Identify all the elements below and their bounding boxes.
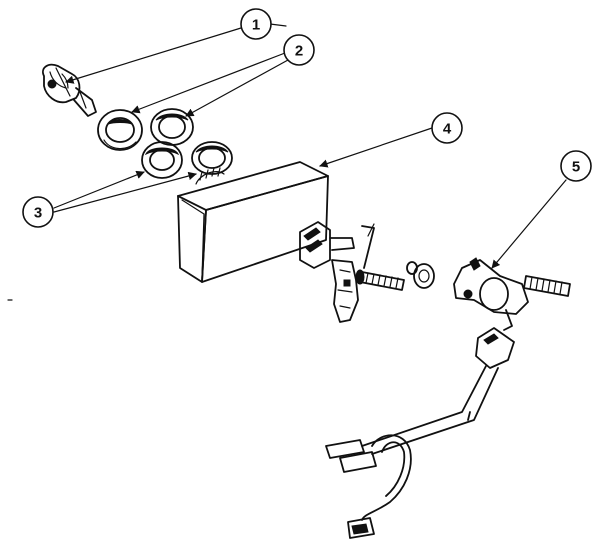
callout-3: 3	[22, 196, 54, 228]
leader-2a	[131, 52, 286, 114]
leader-3a	[53, 170, 145, 209]
leader-1-tail	[269, 23, 287, 27]
callout-5-circle	[560, 150, 592, 182]
leader-1	[65, 27, 242, 84]
lens-ring-right	[150, 108, 194, 146]
screw-middle	[355, 269, 405, 291]
callout-1: 1	[240, 8, 272, 40]
ring-left	[141, 141, 183, 179]
callout-4-circle	[431, 112, 463, 144]
mounting-clip	[331, 223, 375, 323]
callout-1-label: 1	[252, 17, 260, 34]
leader-2b	[185, 59, 289, 117]
callout-4-label: 4	[443, 121, 452, 138]
leader-3b	[53, 171, 197, 213]
lamp-socket	[453, 257, 529, 331]
lens-ring-left	[97, 109, 143, 151]
callout-5: 5	[560, 150, 592, 182]
callout-4: 4	[431, 112, 463, 144]
screw-right	[523, 275, 571, 297]
callout-2-label: 2	[295, 43, 303, 60]
callout-1-circle	[240, 8, 272, 40]
ring-right	[191, 141, 233, 175]
callout-3-label: 3	[34, 205, 42, 222]
callout-2-circle	[283, 34, 315, 66]
callout-5-label: 5	[572, 159, 580, 176]
washer-middle	[406, 261, 435, 289]
bulb-part	[42, 63, 97, 117]
wire-harness	[325, 327, 515, 539]
leader-lines	[7, 23, 567, 301]
callout-3-circle	[22, 196, 54, 228]
callout-2: 2	[283, 34, 315, 66]
leader-5	[491, 179, 567, 269]
housing-box	[177, 161, 355, 283]
leader-4	[319, 127, 433, 168]
